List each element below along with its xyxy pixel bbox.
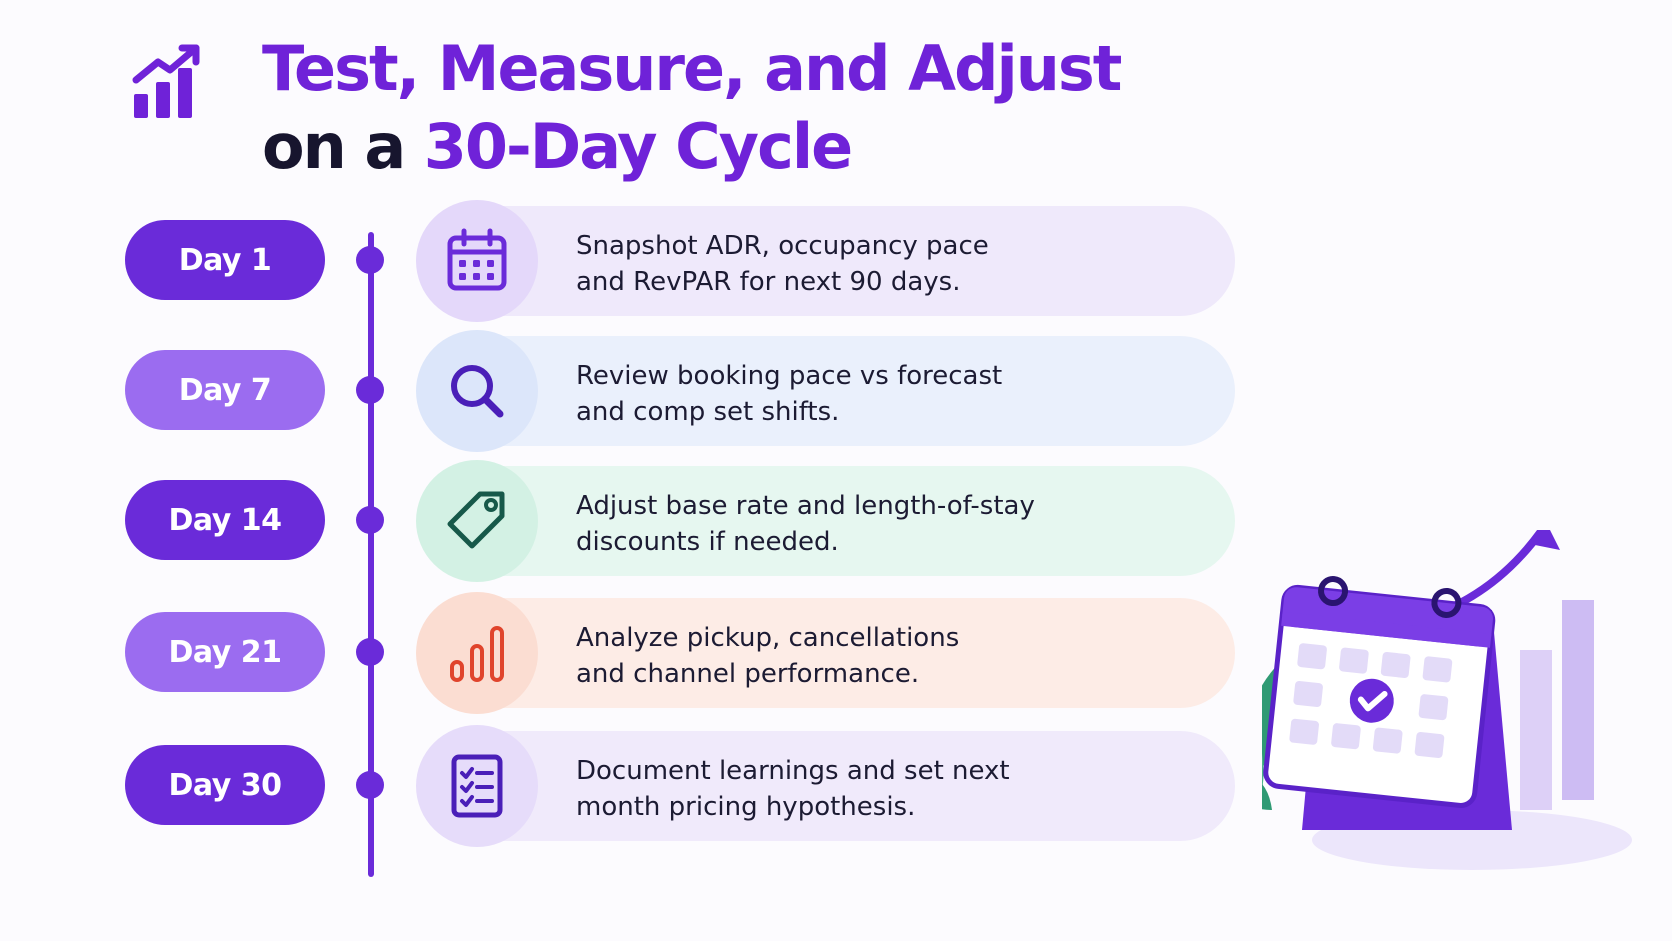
- icon-badge: [416, 330, 538, 452]
- timeline-dot: [356, 246, 384, 274]
- step-card: [440, 466, 1235, 576]
- step-text-line-1: Snapshot ADR, occupancy pace: [576, 231, 989, 261]
- timeline-dot: [356, 376, 384, 404]
- timeline-step-day-7: Day 7 Review booking pace vs forecast an…: [0, 330, 1672, 452]
- step-text-line-2: month pricing hypothesis.: [576, 792, 916, 822]
- day-pill: Day 30: [125, 745, 325, 825]
- step-text-line-1: Analyze pickup, cancellations: [576, 623, 960, 653]
- step-card: [440, 336, 1235, 446]
- step-description: Analyze pickup, cancellations and channe…: [576, 620, 1216, 692]
- step-description: Review booking pace vs forecast and comp…: [576, 358, 1216, 430]
- timeline-dot: [356, 638, 384, 666]
- timeline-step-day-14: Day 14 Adjust base rate and length-of-st…: [0, 460, 1672, 582]
- checklist-icon: [451, 754, 503, 818]
- step-card: [440, 598, 1235, 708]
- title-line-1: Test, Measure, and Adjust: [262, 32, 1122, 105]
- step-description: Snapshot ADR, occupancy pace and RevPAR …: [576, 228, 1216, 300]
- step-description: Adjust base rate and length-of-stay disc…: [576, 488, 1216, 560]
- step-text-line-2: and channel performance.: [576, 659, 920, 689]
- timeline-dot: [356, 771, 384, 799]
- timeline-line: [368, 232, 374, 877]
- search-icon: [451, 365, 504, 418]
- timeline-step-day-21: Day 21 Analyze pickup, cancellations and…: [0, 592, 1672, 714]
- timeline-step-day-30: Day 30 Document learnings and set next m…: [0, 725, 1672, 847]
- timeline-step-day-1: Day 1 Snapshot ADR, occupancy pace and R…: [0, 200, 1672, 322]
- page-title: Test, Measure, and Adjust on a 30-Day Cy…: [262, 30, 1122, 186]
- title-line-2-accent: 30-Day Cycle: [423, 110, 853, 183]
- step-description: Document learnings and set next month pr…: [576, 753, 1216, 825]
- step-text-line-1: Adjust base rate and length-of-stay: [576, 491, 1035, 521]
- icon-badge: [416, 725, 538, 847]
- title-line-2-dark: on a: [262, 110, 424, 183]
- day-pill: Day 21: [125, 612, 325, 692]
- timeline-dot: [356, 506, 384, 534]
- price-tag-icon: [447, 491, 505, 549]
- title-line-2: on a 30-Day Cycle: [262, 110, 853, 183]
- step-text-line-2: and comp set shifts.: [576, 397, 840, 427]
- step-text-line-2: discounts if needed.: [576, 527, 839, 557]
- icon-badge: [416, 200, 538, 322]
- day-pill: Day 1: [125, 220, 325, 300]
- day-pill: Day 7: [125, 350, 325, 430]
- calendar-icon: [447, 228, 507, 291]
- growth-chart-icon: [132, 44, 200, 118]
- step-text-line-1: Review booking pace vs forecast: [576, 361, 1003, 391]
- bar-chart-icon: [450, 626, 504, 682]
- step-text-line-1: Document learnings and set next: [576, 756, 1010, 786]
- step-text-line-2: and RevPAR for next 90 days.: [576, 267, 961, 297]
- icon-badge: [416, 592, 538, 714]
- calendar-check-illustration: [1262, 530, 1632, 870]
- step-card: [440, 206, 1235, 316]
- icon-badge: [416, 460, 538, 582]
- step-card: [440, 731, 1235, 841]
- day-pill: Day 14: [125, 480, 325, 560]
